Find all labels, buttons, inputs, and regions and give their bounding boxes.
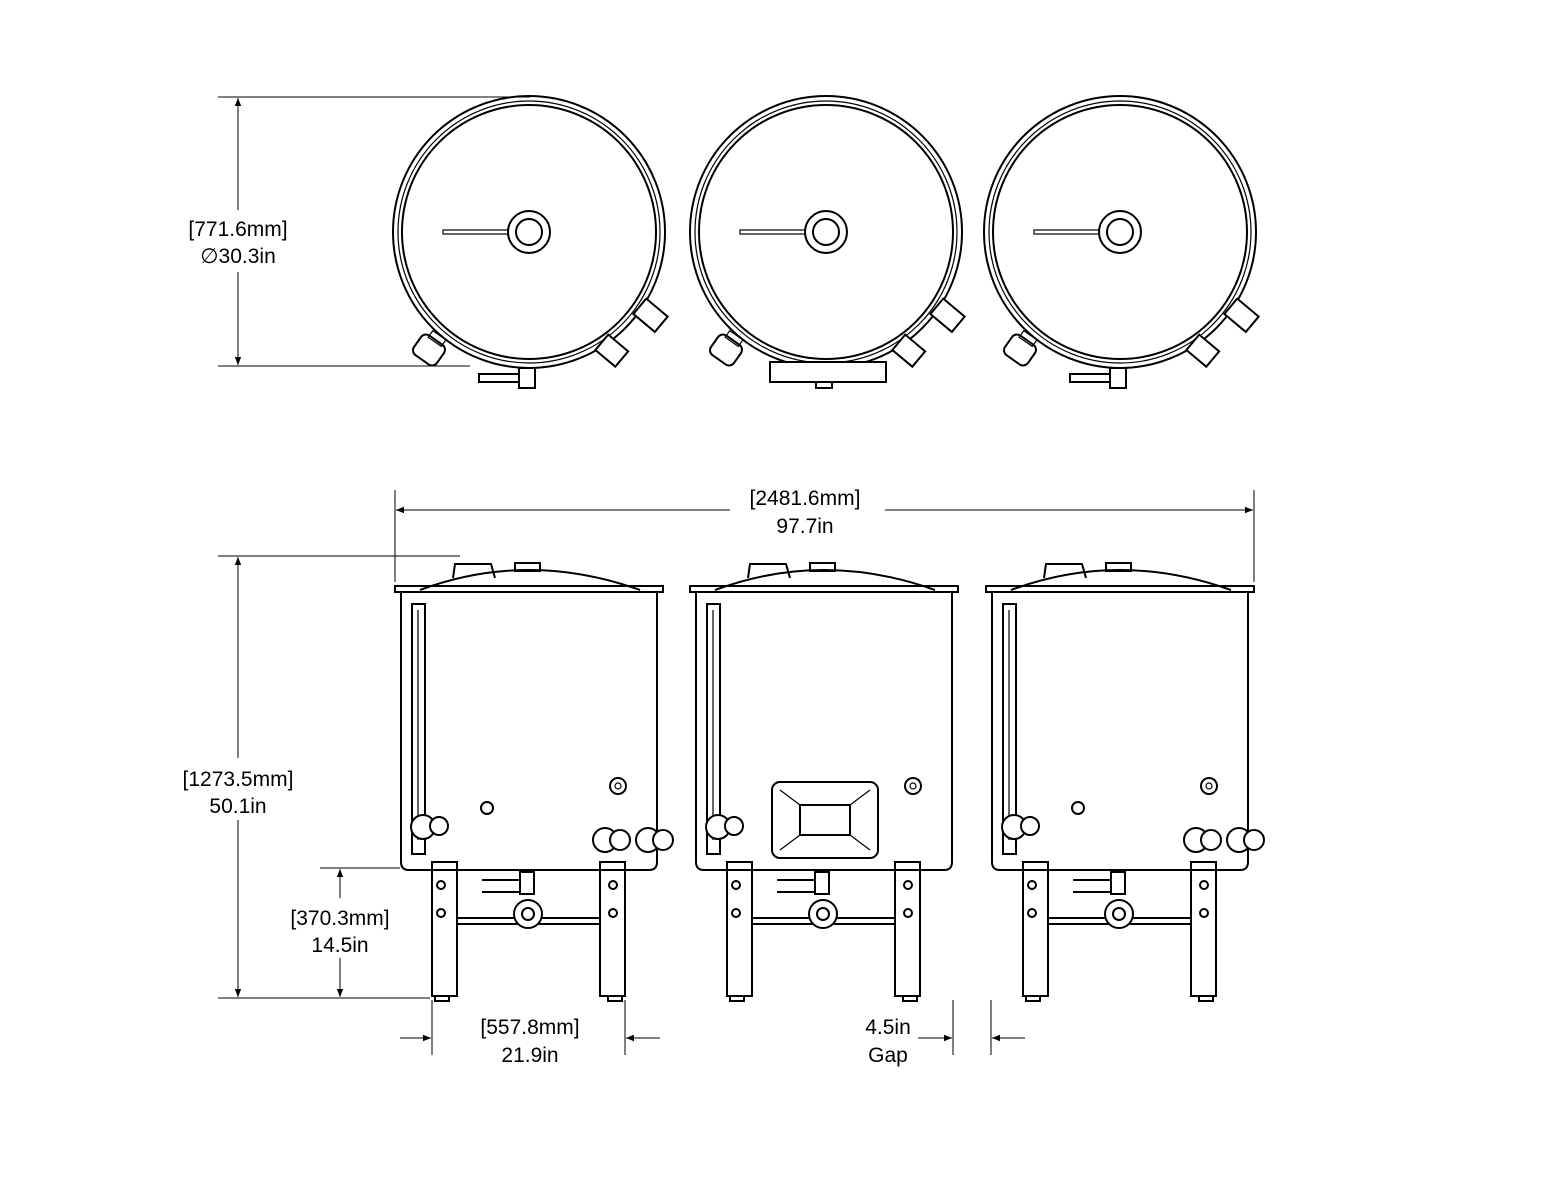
- tank-1-top-view: [392, 95, 669, 389]
- tank-2-manway: [771, 781, 879, 859]
- diameter-metric: [771.6mm]: [188, 218, 287, 241]
- leg-span-metric: [557.8mm]: [480, 1016, 579, 1039]
- overall-height-dimension: [1273.5mm] 50.1in: [183, 555, 460, 999]
- tank-3-side-view: [985, 562, 1255, 1002]
- gap-label: Gap: [868, 1044, 908, 1067]
- diameter-dimension: [771.6mm] ∅30.3in: [188, 96, 530, 367]
- overall-width-imperial: 97.7in: [776, 515, 833, 538]
- leg-span-dimension: [557.8mm] 21.9in: [400, 1000, 660, 1067]
- leg-height-dimension: [370.3mm] 14.5in: [290, 867, 400, 997]
- diameter-imperial: ∅30.3in: [200, 245, 276, 268]
- overall-height-metric: [1273.5mm]: [183, 768, 294, 791]
- tank-2-manway-top: [769, 361, 887, 383]
- overall-height-imperial: 50.1in: [209, 795, 266, 818]
- leg-height-imperial: 14.5in: [311, 934, 368, 957]
- tank-2-top-view: [689, 95, 966, 389]
- overall-width-metric: [2481.6mm]: [750, 487, 861, 510]
- leg-height-metric: [370.3mm]: [290, 907, 389, 930]
- gap-dimension: 4.5in Gap: [865, 1000, 1025, 1067]
- overall-width-dimension: [2481.6mm] 97.7in: [394, 487, 1255, 582]
- tank-3-top-view: [983, 95, 1260, 389]
- tank-3-fittings: [1183, 827, 1265, 853]
- tank-1-fittings: [592, 827, 674, 853]
- leg-span-imperial: 21.9in: [501, 1044, 558, 1067]
- tank-1-side-view: [394, 562, 664, 1002]
- gap-value: 4.5in: [865, 1016, 911, 1039]
